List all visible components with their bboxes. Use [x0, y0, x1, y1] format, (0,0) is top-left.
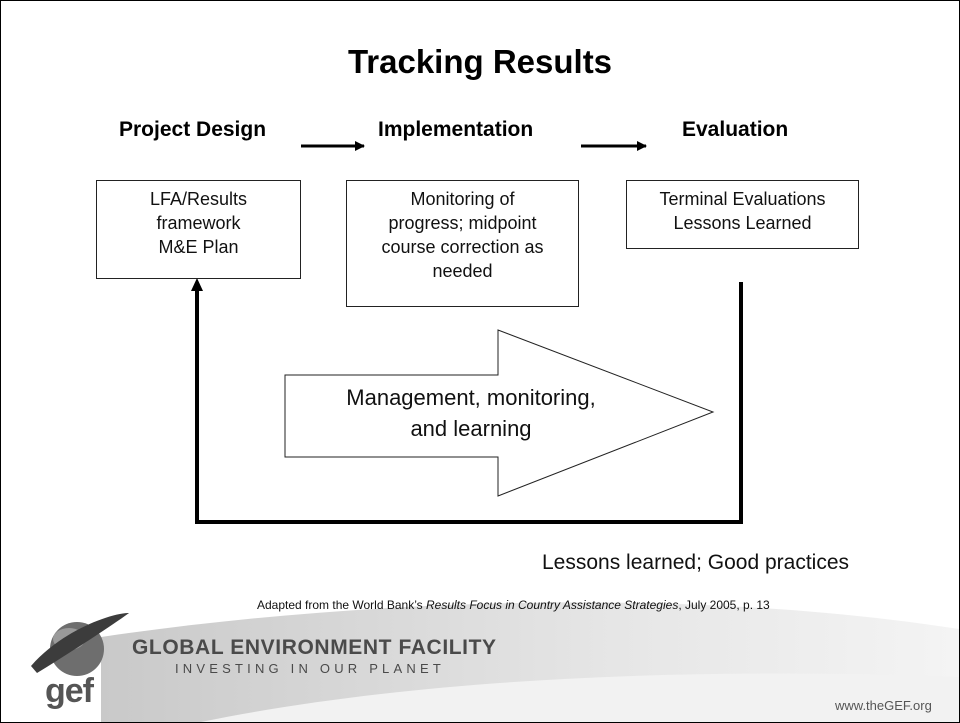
big-arrow-label: Management, monitoring, and learning [301, 382, 641, 444]
gef-globe-icon [31, 613, 129, 676]
slide-title: Tracking Results [347, 43, 613, 80]
box-evaluation-line-1: Terminal Evaluations [659, 189, 826, 209]
org-tagline: INVESTING IN OUR PLANET [175, 661, 445, 676]
box-evaluation: Terminal Evaluations Lessons Learned [626, 180, 859, 249]
feedback-loop-line [195, 282, 743, 524]
box-design-line-2: framework [156, 213, 241, 233]
box-design-line-1: LFA/Results [149, 189, 248, 209]
stage-project-design: Project Design [119, 118, 267, 141]
footer-swoosh-highlight [201, 673, 959, 722]
box-evaluation-line-2: Lessons Learned [673, 213, 812, 233]
website-link: www.theGEF.org [835, 698, 932, 713]
stage-implementation: Implementation [378, 118, 534, 141]
box-implementation-line-2: progress; midpoint [388, 213, 537, 233]
box-implementation-line-4: needed [432, 261, 493, 281]
source-suffix: , July 2005, p. 13 [678, 598, 770, 612]
box-implementation-line-1: Monitoring of [410, 189, 515, 209]
box-implementation-line-3: course correction as [381, 237, 544, 257]
big-arrow-label-line-2: and learning [410, 416, 532, 441]
box-design: LFA/Results framework M&E Plan [96, 180, 301, 279]
stage-evaluation: Evaluation [682, 118, 789, 141]
feedback-label: Lessons learned; Good practices [542, 551, 850, 574]
box-implementation: Monitoring of progress; midpoint course … [346, 180, 579, 307]
source-prefix: Adapted from the World Bank’s [257, 598, 426, 612]
box-design-line-3: M&E Plan [158, 237, 239, 257]
feedback-loop-arrowhead [191, 278, 203, 291]
source-citation: Adapted from the World Bank’s Results Fo… [257, 598, 770, 612]
org-name: GLOBAL ENVIRONMENT FACILITY [132, 636, 497, 659]
gef-logo-text: gef [45, 672, 94, 710]
big-arrow-shape [284, 329, 715, 497]
big-arrow-label-line-1: Management, monitoring, [346, 385, 596, 410]
source-title: Results Focus in Country Assistance Stra… [425, 598, 679, 612]
